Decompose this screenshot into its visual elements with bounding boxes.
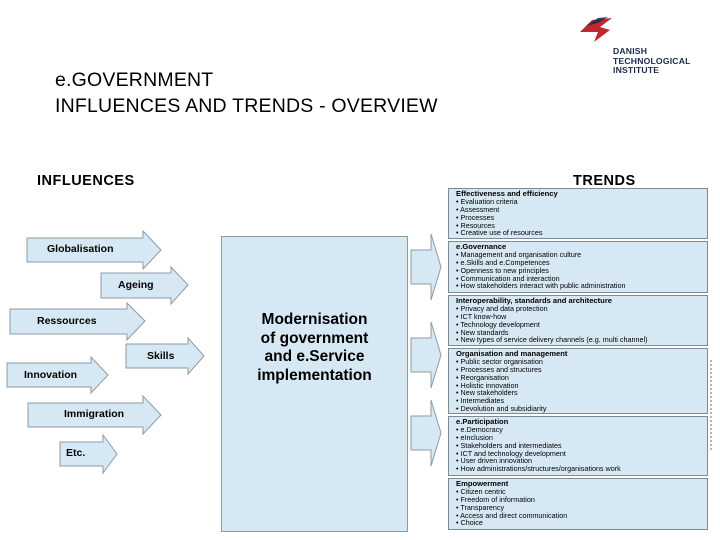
trend-box-egovernance: e.Governance Management and organisation… xyxy=(448,241,708,293)
influence-arrow-etc: Etc. xyxy=(59,433,118,475)
trend-item: Evaluation criteria xyxy=(456,198,703,206)
trend-title: Organisation and management xyxy=(456,349,568,358)
center-line-3: and e.Service xyxy=(264,348,365,365)
influence-label-ageing: Ageing xyxy=(118,279,154,291)
trend-item: Citizen centric xyxy=(456,488,703,496)
trend-title: e.Participation xyxy=(456,417,509,426)
trend-title: e.Governance xyxy=(456,242,507,251)
influence-label-immigration: Immigration xyxy=(64,408,125,420)
center-line-4: implementation xyxy=(257,366,372,384)
trend-item: e.Skills and e.Competences xyxy=(456,259,703,267)
influence-label-ressources: Ressources xyxy=(37,315,97,327)
trend-item: How stakeholders interact with public ad… xyxy=(456,282,703,290)
trend-item: Devolution and subsidiarity xyxy=(456,405,703,413)
influence-arrow-ageing: Ageing xyxy=(100,265,189,306)
trend-title: Interoperability, standards and architec… xyxy=(456,296,612,305)
modernisation-box: Modernisation of government and e.Servic… xyxy=(221,236,408,532)
page-title: e.GOVERNMENT INFLUENCES AND TRENDS - OVE… xyxy=(55,67,438,119)
trend-item: Reorganisation xyxy=(456,374,703,382)
trend-box-interoperability: Interoperability, standards and architec… xyxy=(448,295,708,346)
trend-item: e.Democracy xyxy=(456,426,703,434)
trend-item: Transparency xyxy=(456,504,703,512)
trend-arrow-1 xyxy=(410,233,442,305)
trend-item: eInclusion xyxy=(456,434,703,442)
influence-arrow-immigration: Immigration xyxy=(27,394,162,436)
influence-label-etc: Etc. xyxy=(66,447,86,459)
logo-line-2: TECHNOLOGICAL xyxy=(613,55,691,66)
trend-item: Stakeholders and intermediates xyxy=(456,442,703,450)
center-line-2: of government xyxy=(260,329,369,347)
trend-item: Access and direct communication xyxy=(456,511,703,520)
influence-arrow-globalisation: Globalisation xyxy=(26,229,162,271)
influence-label-skills: Skills xyxy=(147,350,175,362)
trend-item: Openness to new principles xyxy=(456,267,703,275)
influence-arrow-innovation: Innovation xyxy=(6,355,109,395)
influence-label-globalisation: Globalisation xyxy=(47,243,114,255)
influences-heading: INFLUENCES xyxy=(37,173,135,189)
trend-title: Effectiveness and efficiency xyxy=(456,189,558,198)
trend-item: ICT and technology development xyxy=(456,449,703,458)
trend-item: New standards xyxy=(456,328,703,337)
trend-item: Freedom of information xyxy=(456,496,703,504)
trend-box-eparticipation: e.Participation e.Democracy eInclusion S… xyxy=(448,416,708,476)
trend-item: Processes and structures xyxy=(456,366,703,374)
trend-item: Creative use of resources xyxy=(456,229,703,237)
trend-arrow-2 xyxy=(410,321,442,393)
trend-item: Choice xyxy=(456,519,703,527)
trend-item: Technology development xyxy=(456,321,703,329)
trend-item: Privacy and data protection xyxy=(456,305,703,313)
modernisation-label: Modernisation of government and e.Servic… xyxy=(222,311,407,385)
side-margin-mark xyxy=(710,360,716,450)
trend-item: New stakeholders xyxy=(456,389,703,397)
trend-item: Communication and interaction xyxy=(456,274,703,283)
trends-heading: TRENDS xyxy=(573,173,636,189)
trend-box-effectiveness: Effectiveness and efficiency Evaluation … xyxy=(448,188,708,239)
bird-icon xyxy=(580,17,612,42)
center-line-1: Modernisation xyxy=(261,311,368,328)
trend-item: New types of service delivery channels (… xyxy=(456,336,703,344)
trend-box-empowerment: Empowerment Citizen centric Freedom of i… xyxy=(448,478,708,530)
trend-item: Processes xyxy=(456,214,703,222)
trend-arrow-3 xyxy=(410,399,442,471)
trend-item: User driven innovation xyxy=(456,457,703,465)
logo-line-3: INSTITUTE xyxy=(613,65,660,75)
institute-logo: DANISH TECHNOLOGICAL INSTITUTE xyxy=(578,14,698,84)
trend-box-organisation: Organisation and management Public secto… xyxy=(448,348,708,414)
trend-title: Empowerment xyxy=(456,479,509,488)
influence-arrow-ressources: Ressources xyxy=(9,301,146,342)
title-line-1: e.GOVERNMENT xyxy=(55,69,214,91)
trend-item: ICT know-how xyxy=(456,313,703,321)
trend-item: Intermediates xyxy=(456,397,703,405)
trend-item: Public sector organisation xyxy=(456,358,703,366)
trend-item: Assessment xyxy=(456,206,703,214)
trend-item: Holistic innovation xyxy=(456,381,703,390)
trend-item: How administrations/structures/organisat… xyxy=(456,465,703,473)
influence-arrow-skills: Skills xyxy=(125,336,205,376)
trend-item: Resources xyxy=(456,221,703,230)
title-line-2: INFLUENCES AND TRENDS - OVERVIEW xyxy=(55,95,438,117)
influence-label-innovation: Innovation xyxy=(24,369,78,381)
logo-line-1: DANISH xyxy=(613,46,648,56)
logo-wordmark: DANISH TECHNOLOGICAL INSTITUTE xyxy=(613,46,691,76)
trend-item: Management and organisation culture xyxy=(456,251,703,259)
